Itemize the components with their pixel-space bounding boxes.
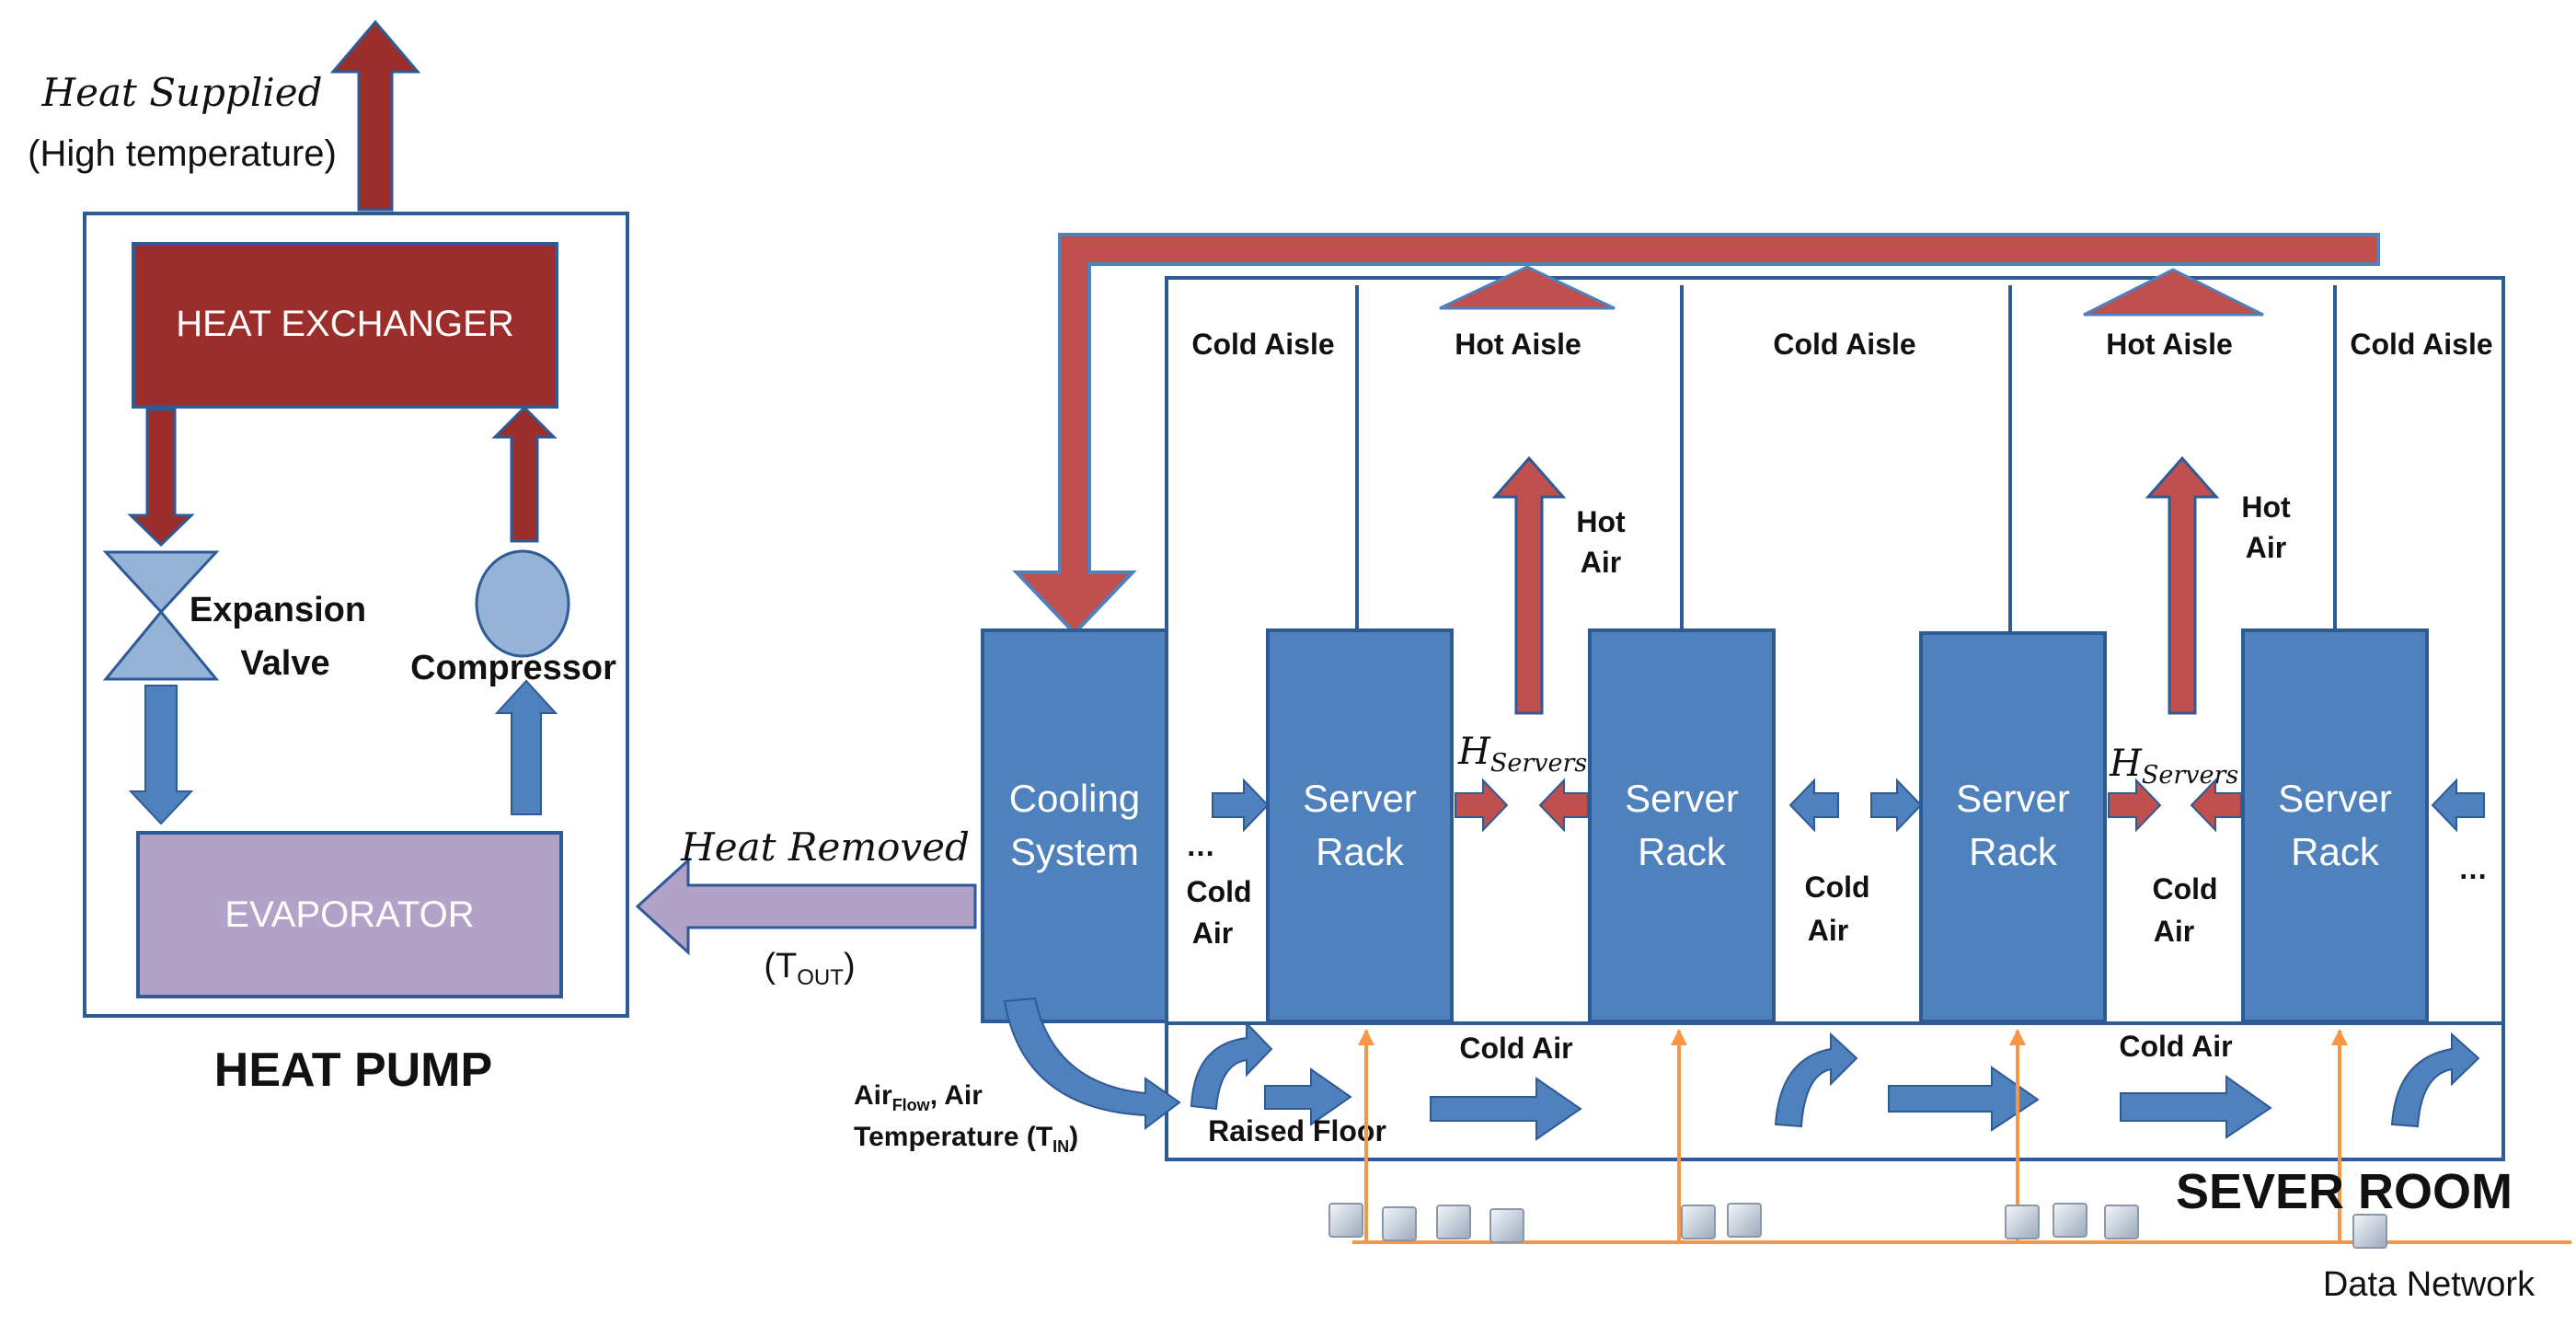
up-arrow-from-compressor [491, 405, 558, 543]
ellipsis-right: … [2458, 852, 2488, 885]
down-arrow-to-valve [127, 408, 195, 548]
heat-supplied-label: Heat Supplied [41, 70, 323, 115]
server-rack-3 [1919, 631, 2107, 1023]
heat-removed-arrow [635, 857, 977, 956]
h-servers-label-1: HServers [1457, 731, 1587, 778]
expansion-valve-icon [102, 550, 220, 681]
down-arrow-to-evaporator [128, 685, 194, 825]
heat-pump-frame [83, 212, 629, 1018]
t-out-label: (TOUT) [764, 947, 855, 990]
aisle-label-5: Cold Aisle [2350, 328, 2492, 361]
expansion-label: Expansion [190, 591, 366, 629]
hot-air-label-2a: Hot [2241, 490, 2291, 524]
compressor-label: Compressor [410, 649, 616, 687]
cooling-label-2: System [1010, 830, 1139, 873]
heat-supplied-arrow [329, 19, 421, 212]
server-node-icons [1328, 1203, 2387, 1249]
cold-air-label-2a: Cold [1804, 871, 1869, 904]
server-rack-2 [1588, 628, 1776, 1023]
rack-4-label-2: Rack [2291, 830, 2380, 873]
cold-air-label-3b: Air [2154, 915, 2194, 948]
floor-cold-air-label-1: Cold Air [1459, 1032, 1572, 1065]
aisle-label-3: Cold Aisle [1773, 328, 1915, 361]
valve-label: Valve [240, 644, 329, 683]
heat-exchanger-label: HEAT EXCHANGER [176, 304, 513, 344]
hot-air-arrow-2 [2145, 455, 2220, 715]
heat-pump-title: HEAT PUMP [214, 1044, 492, 1097]
red-flow-arrows [1455, 778, 2242, 833]
air-temperature-label: Temperature (TIN) [854, 1122, 1078, 1156]
cooling-system-box [981, 628, 1168, 1023]
floor-cold-air-label-2: Cold Air [2119, 1030, 2232, 1063]
aisle-label-1: Cold Aisle [1191, 328, 1334, 361]
rack-2-label-2: Rack [1638, 830, 1727, 873]
air-flow-label: AirFlow, Air [854, 1080, 983, 1114]
data-network-arrowheads [1358, 1029, 2348, 1045]
data-network-label: Data Network [2323, 1265, 2536, 1304]
rack-1-label-1: Server [1303, 777, 1417, 820]
server-rack-4 [2241, 628, 2429, 1023]
hot-return-duct [1012, 233, 2380, 636]
heat-removed-label: Heat Removed [680, 824, 970, 870]
cold-air-label-1a: Cold [1186, 875, 1251, 908]
rack-3-label-1: Server [1956, 777, 2070, 820]
rack-3-label-2: Rack [1969, 830, 2058, 873]
hot-aisle-exhaust-1 [1439, 265, 1616, 310]
cold-air-label-1b: Air [1192, 917, 1233, 950]
raised-floor-flow-arrows [1003, 997, 2480, 1141]
raised-floor-label: Raised Floor [1208, 1114, 1386, 1147]
server-room-title: SEVER ROOM [2176, 1164, 2513, 1219]
cold-air-label-3a: Cold [2152, 872, 2217, 905]
server-rack-1 [1266, 628, 1454, 1023]
high-temperature-label: (High temperature) [28, 133, 337, 174]
ellipsis-left: … [1186, 829, 1215, 862]
h-servers-label-2: HServers [2109, 743, 2238, 790]
hot-aisle-exhaust-2 [2083, 268, 2264, 317]
hot-air-label-1a: Hot [1576, 505, 1626, 538]
up-arrow-to-compressor [494, 679, 558, 815]
heat-exchanger-box [132, 242, 558, 409]
rack-1-label-2: Rack [1316, 830, 1405, 873]
blue-flow-arrows [1212, 778, 2485, 833]
evaporator-label: EVAPORATOR [224, 894, 474, 935]
hot-air-label-2b: Air [2246, 531, 2286, 564]
aisle-label-2: Hot Aisle [1455, 328, 1581, 361]
hot-air-label-1b: Air [1581, 546, 1621, 579]
compressor-icon [475, 549, 570, 658]
cold-air-label-2b: Air [1808, 914, 1848, 947]
aisle-label-4: Hot Aisle [2106, 328, 2233, 361]
hot-air-arrow-1 [1491, 455, 1567, 715]
cooling-label-1: Cooling [1009, 777, 1140, 820]
rack-2-label-1: Server [1625, 777, 1739, 820]
evaporator-box [136, 831, 563, 998]
aisle-dividers [1355, 285, 2337, 633]
rack-4-label-1: Server [2278, 777, 2392, 820]
